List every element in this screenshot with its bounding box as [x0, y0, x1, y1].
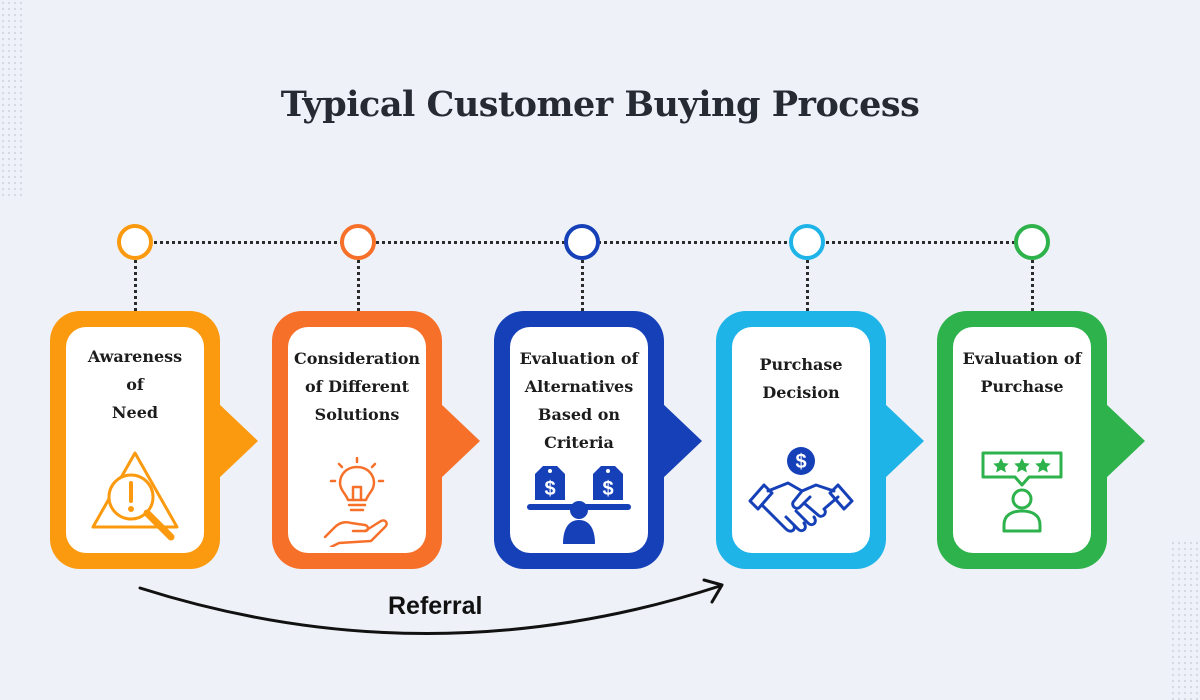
step-card-inner: Awareness of Need	[66, 327, 204, 553]
step-card-5: Evaluation of Purchase	[937, 311, 1145, 569]
step-node-5	[1014, 224, 1050, 260]
step-label: Evaluation of Purchase	[955, 345, 1089, 401]
step-label-line: Purchase	[759, 355, 843, 374]
step-label-line: of Different	[304, 377, 410, 396]
step-label: Purchase Decision	[734, 351, 868, 407]
step-connector	[1031, 253, 1034, 317]
step-node-1	[117, 224, 153, 260]
step-arrow	[662, 403, 702, 479]
step-card-3: Evaluation of Alternatives Based on Crit…	[494, 311, 702, 569]
step-label-line: Purchase	[980, 377, 1064, 396]
step-label: Consideration of Different Solutions	[290, 345, 424, 429]
step-connector	[806, 253, 809, 317]
step-node-4	[789, 224, 825, 260]
step-label-line: Alternatives	[524, 377, 634, 396]
dot-pattern-decoration	[1170, 540, 1200, 700]
svg-text:$: $	[602, 478, 613, 500]
dot-pattern-decoration	[0, 0, 26, 200]
svg-text:$: $	[795, 451, 806, 473]
magnifier-warning-icon	[91, 451, 179, 541]
step-label-line: Decision	[762, 383, 840, 402]
step-card-2: Consideration of Different Solutions	[272, 311, 480, 569]
step-card-1: Awareness of Need	[50, 311, 258, 569]
review-stars-icon	[981, 451, 1063, 533]
step-label-line: Evaluation of	[519, 349, 639, 368]
handshake-dollar-icon: $	[748, 447, 854, 533]
step-arrow	[218, 403, 258, 479]
step-label-line: of	[126, 375, 144, 394]
step-label-line: Awareness	[87, 347, 183, 366]
step-label-line: Criteria	[544, 433, 614, 452]
lightbulb-hand-icon	[323, 457, 388, 547]
step-arrow	[440, 403, 480, 479]
svg-text:$: $	[544, 478, 555, 500]
step-label-line: Solutions	[314, 405, 400, 424]
step-card-inner: Evaluation of Alternatives Based on Crit…	[510, 327, 648, 553]
scale-person-icon: $ $	[527, 466, 631, 544]
step-label-line: Need	[111, 403, 159, 422]
step-label-line: Based on	[537, 405, 621, 424]
step-card-inner: Consideration of Different Solutions	[288, 327, 426, 553]
step-arrow	[884, 403, 924, 479]
step-arrow	[1105, 403, 1145, 479]
step-connector	[357, 253, 360, 317]
step-connector	[581, 253, 584, 317]
step-label: Evaluation of Alternatives Based on Crit…	[512, 345, 646, 457]
step-node-3	[564, 224, 600, 260]
step-card-4: Purchase Decision $	[716, 311, 924, 569]
step-card-inner: Evaluation of Purchase	[953, 327, 1091, 553]
step-card-inner: Purchase Decision $	[732, 327, 870, 553]
step-label-line: Evaluation of	[962, 349, 1082, 368]
step-connector	[134, 253, 137, 317]
referral-label: Referral	[388, 592, 483, 620]
step-node-2	[340, 224, 376, 260]
step-label-line: Consideration	[293, 349, 421, 368]
diagram-title: Typical Customer Buying Process	[280, 84, 920, 125]
step-label: Awareness of Need	[68, 343, 202, 427]
